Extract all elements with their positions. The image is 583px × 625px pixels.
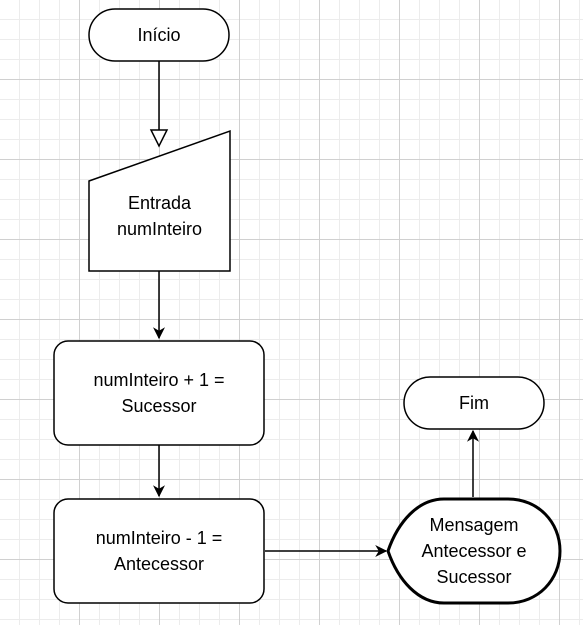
fim-terminator-shape[interactable]: [403, 376, 545, 430]
sucessor-process-shape[interactable]: [53, 340, 265, 446]
mensagem-display-shape[interactable]: [386, 497, 562, 605]
connector-inicio-entrada-arrowhead: [149, 129, 169, 148]
entrada-manual-input-shape[interactable]: [88, 129, 231, 272]
inicio-terminator-shape[interactable]: [88, 8, 230, 62]
antecessor-process-shape[interactable]: [53, 498, 265, 604]
